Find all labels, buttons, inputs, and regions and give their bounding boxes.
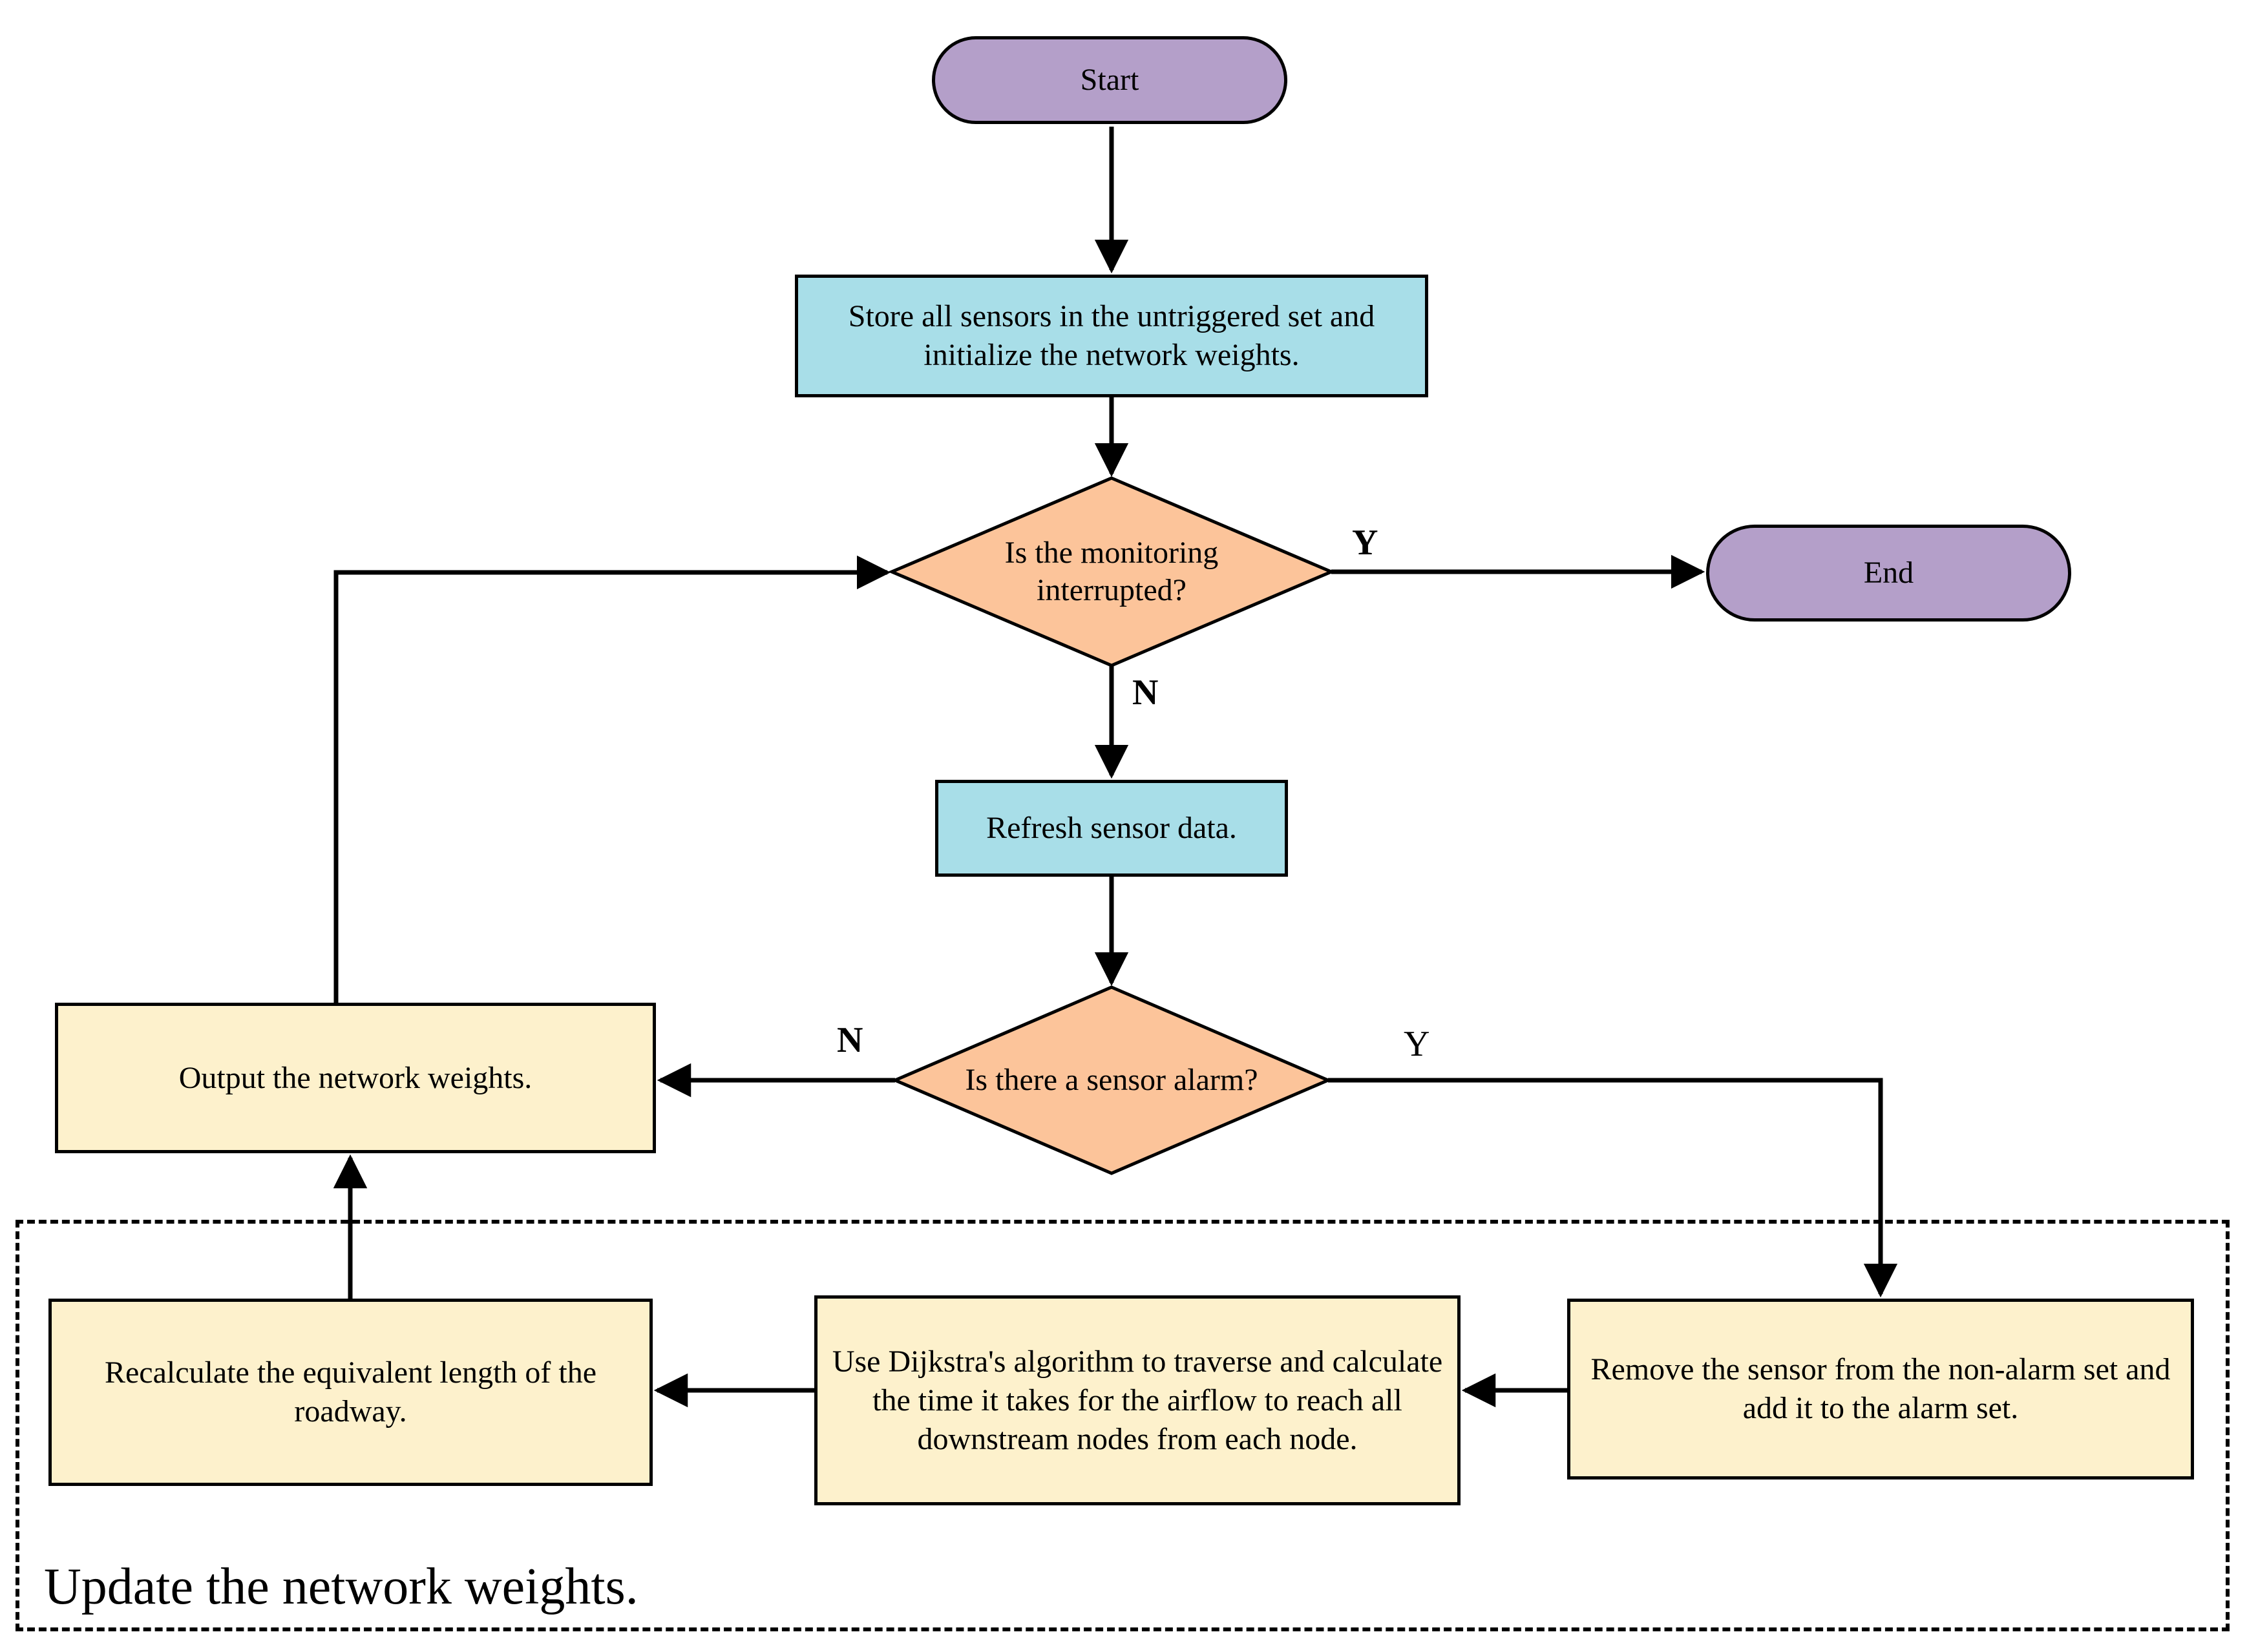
alarm-decision-text: Is there a sensor alarm? [965,1063,1258,1097]
store-sensors-node: Store all sensors in the untriggered set… [795,275,1428,397]
update-group-label: Update the network weights. [44,1558,638,1615]
remove-sensor-label: Remove the sensor from the non-alarm set… [1590,1352,2171,1425]
refresh-sensor-node: Refresh sensor data. [935,780,1288,877]
output-weights-label: Output the network weights. [178,1060,533,1095]
edge-output-to-monitor [333,555,891,1003]
alarm-decision-diamond [891,985,1333,1175]
alarm-yes-label: Y [1404,1024,1430,1064]
update-network-weights-group [16,1220,2230,1631]
output-weights-node: Output the network weights. [55,1003,656,1153]
monitor-yes-label: Y [1352,523,1378,563]
refresh-sensor-label: Refresh sensor data. [986,811,1237,845]
recalculate-length-label: Recalculate the equivalent length of the… [104,1355,596,1428]
monitor-decision-text: Is the monitoring interrupted? [1004,536,1219,607]
dijkstra-label: Use Dijkstra's algorithm to traverse and… [832,1344,1443,1456]
monitor-no-label: N [1132,673,1159,713]
end-node: End [1706,525,2071,622]
recalculate-length-node: Recalculate the equivalent length of the… [48,1299,653,1486]
start-node: Start [932,36,1287,124]
alarm-no-label: N [837,1020,863,1060]
monitor-decision-diamond [887,476,1336,667]
dijkstra-node: Use Dijkstra's algorithm to traverse and… [814,1295,1461,1505]
start-label: Start [1080,63,1139,97]
remove-sensor-node: Remove the sensor from the non-alarm set… [1567,1299,2194,1479]
end-label: End [1863,556,1914,590]
store-sensors-label: Store all sensors in the untriggered set… [848,299,1375,372]
